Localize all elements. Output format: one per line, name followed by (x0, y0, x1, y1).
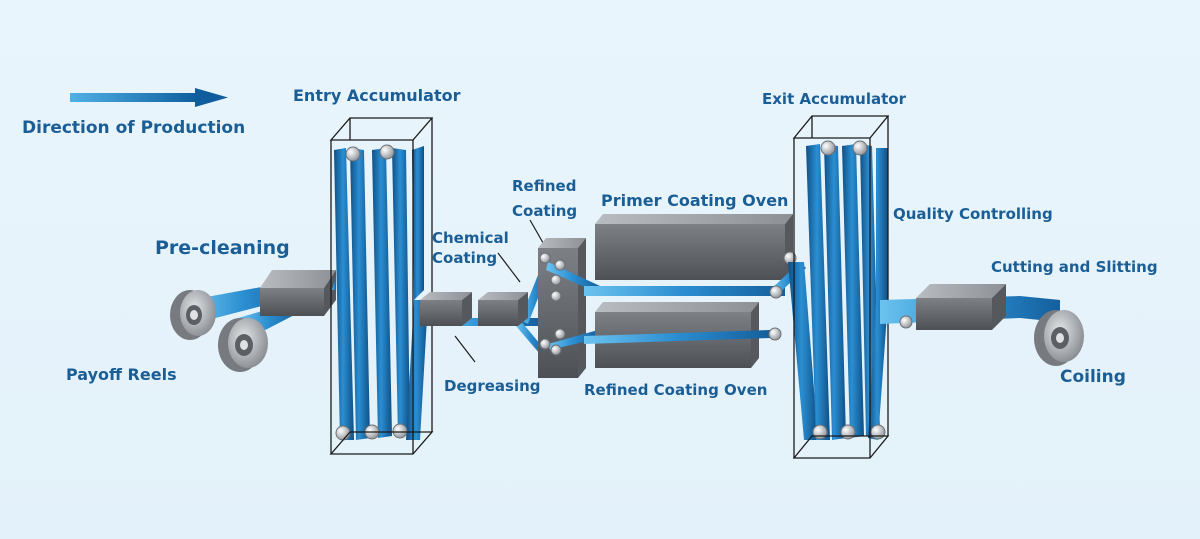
payoff-reels-label: Payoff Reels (66, 365, 177, 384)
direction-label: Direction of Production (22, 118, 246, 138)
primer-coating-oven (595, 214, 793, 280)
pre-cleaning-unit (260, 270, 336, 316)
refined-coating-label-line1: Refined (512, 177, 577, 195)
coiling-label: Coiling (1060, 367, 1126, 387)
degreasing-label: Degreasing (444, 377, 541, 395)
degreasing-unit (420, 292, 472, 326)
refined-coating-label-line2: Coating (512, 202, 578, 220)
cutting-and-slitting-label: Cutting and Slitting (991, 258, 1158, 276)
chemical-coating-label-line1: Chemical (432, 229, 509, 247)
quality-controlling-label: Quality Controlling (893, 205, 1053, 223)
coil-icon (1034, 310, 1084, 366)
direction-arrow-icon (70, 88, 228, 107)
entry-accumulator (329, 117, 434, 455)
chemical-coating-label-line2: Coating (432, 249, 498, 267)
payoff-reel-icon (170, 280, 300, 372)
exit-accumulator (788, 115, 890, 459)
entry-accumulator-label: Entry Accumulator (293, 86, 461, 105)
refined-coating-oven-label: Refined Coating Oven (584, 381, 768, 399)
refined-coating-unit (538, 238, 600, 378)
cutting-slitting-unit (916, 284, 1006, 330)
exit-accumulator-label: Exit Accumulator (762, 90, 906, 108)
pre-cleaning-label: Pre-cleaning (155, 237, 290, 259)
chemical-coating-unit (478, 292, 528, 326)
roller-icon (768, 251, 797, 341)
primer-coating-oven-label: Primer Coating Oven (601, 191, 789, 210)
roller-icon (899, 315, 913, 329)
